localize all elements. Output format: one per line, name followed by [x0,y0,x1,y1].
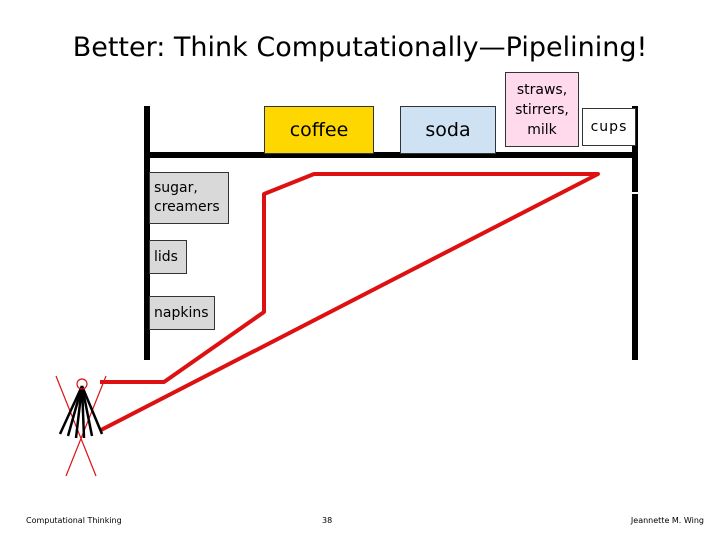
stick-figure-crowd-icon [55,375,107,477]
station-coffee: coffee [264,106,374,154]
counter-left-wall [144,106,150,360]
counter-right-wall-lower [632,194,638,360]
station-napkins: napkins [149,296,215,330]
station-lids: lids [149,240,187,274]
station-soda: soda [400,106,496,154]
counter-top-shelf [144,152,637,158]
footer-page-number: 38 [322,516,333,525]
station-cups: cups [582,108,636,146]
station-straws-stirrers-milk: straws, stirrers, milk [505,72,579,147]
footer-author: Jeannette M. Wing [630,516,704,525]
counter-right-wall-upper [632,106,638,192]
footer-course-name: Computational Thinking [26,516,122,525]
slide-title: Better: Think Computationally—Pipelining… [72,32,648,63]
station-sugar-creamers: sugar, creamers [149,172,229,224]
